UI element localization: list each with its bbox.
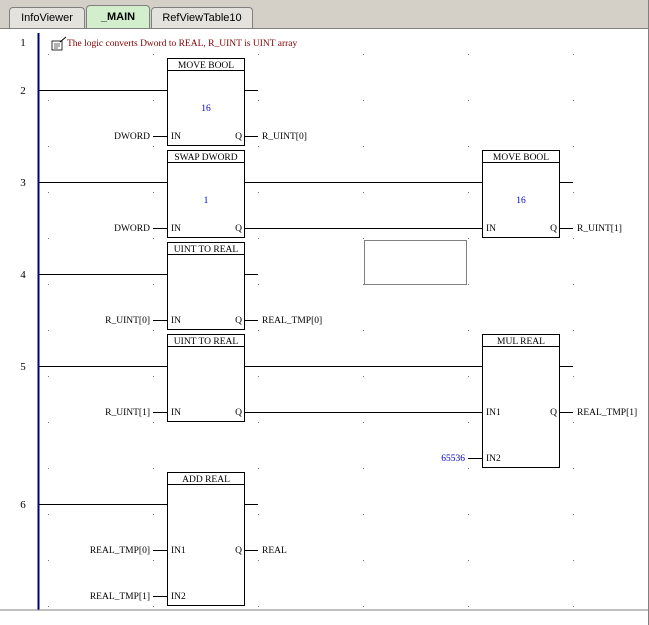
mul-real-q-pin: Q	[550, 408, 557, 418]
swap-dword-q-pin: Q	[235, 224, 242, 234]
swap-dword-in-pin: IN	[171, 224, 181, 234]
move-bool-2-title: MOVE BOOL	[493, 153, 549, 163]
add-real-out-var[interactable]: REAL	[262, 546, 287, 556]
move-bool-1-out-var[interactable]: R_UINT[0]	[262, 132, 307, 142]
uint-to-real-1-q-pin: Q	[235, 316, 242, 326]
add-real-in1-pin: IN1	[171, 546, 186, 556]
selection-cursor[interactable]	[364, 240, 467, 285]
tab-bar: InfoViewer _MAIN RefViewTable10	[0, 0, 649, 29]
uint-to-real-1-in-pin: IN	[171, 316, 181, 326]
uint-to-real-block-1[interactable]	[167, 242, 245, 330]
comment-icon	[51, 36, 67, 51]
move-bool-1-in-pin: IN	[171, 132, 181, 142]
uint-to-real-2-title: UINT TO REAL	[174, 337, 239, 347]
move-bool-1-param: 16	[201, 104, 211, 114]
mul-real-block[interactable]	[482, 334, 560, 468]
uint-to-real-block-2[interactable]	[167, 334, 245, 422]
swap-dword-param: 1	[204, 196, 209, 206]
move-bool-block-2[interactable]	[482, 150, 560, 238]
rung-number-3: 3	[20, 177, 26, 189]
move-bool-1-in-var[interactable]: DWORD	[114, 132, 150, 142]
swap-dword-title: SWAP DWORD	[174, 153, 237, 163]
swap-dword-block[interactable]	[167, 150, 245, 238]
add-real-block[interactable]	[167, 472, 245, 606]
move-bool-2-out-var[interactable]: R_UINT[1]	[577, 224, 622, 234]
rung-number-1: 1	[20, 37, 26, 49]
tab-refviewtable10[interactable]: RefViewTable10	[151, 7, 253, 28]
move-bool-block-1[interactable]	[167, 58, 245, 146]
swap-dword-in-var[interactable]: DWORD	[114, 224, 150, 234]
tab-infoviewer[interactable]: InfoViewer	[9, 7, 85, 28]
mul-real-in2-var[interactable]: 65536	[441, 454, 465, 464]
uint-to-real-2-in-pin: IN	[171, 408, 181, 418]
uint-to-real-2-in-var[interactable]: R_UINT[1]	[105, 408, 150, 418]
mul-real-title: MUL REAL	[497, 337, 545, 347]
uint-to-real-1-in-var[interactable]: R_UINT[0]	[105, 316, 150, 326]
move-bool-2-in-pin: IN	[486, 224, 496, 234]
rung-number-5: 5	[20, 361, 26, 373]
uint-to-real-2-q-pin: Q	[235, 408, 242, 418]
rung-number-6: 6	[20, 499, 26, 511]
add-real-in1-var[interactable]: REAL_TMP[0]	[90, 546, 150, 556]
mul-real-in1-pin: IN1	[486, 408, 501, 418]
tab-main[interactable]: _MAIN	[86, 5, 150, 29]
move-bool-1-q-pin: Q	[235, 132, 242, 142]
move-bool-1-title: MOVE BOOL	[178, 61, 234, 71]
mul-real-in2-pin: IN2	[486, 454, 501, 464]
move-bool-2-param: 16	[516, 196, 526, 206]
grid-dots	[48, 54, 574, 607]
mul-real-out-var[interactable]: REAL_TMP[1]	[577, 408, 637, 418]
move-bool-2-q-pin: Q	[550, 224, 557, 234]
uint-to-real-1-title: UINT TO REAL	[174, 245, 239, 255]
tab-divider	[0, 28, 649, 29]
rung-number-4: 4	[20, 269, 26, 281]
add-real-title: ADD REAL	[182, 475, 230, 485]
add-real-in2-pin: IN2	[171, 592, 186, 602]
add-real-in2-var[interactable]: REAL_TMP[1]	[90, 592, 150, 602]
add-real-q-pin: Q	[235, 546, 242, 556]
rung-number-2: 2	[20, 85, 26, 97]
rung-comment: The logic converts Dword to REAL, R_UINT…	[67, 39, 297, 49]
uint-to-real-1-out-var[interactable]: REAL_TMP[0]	[262, 316, 322, 326]
